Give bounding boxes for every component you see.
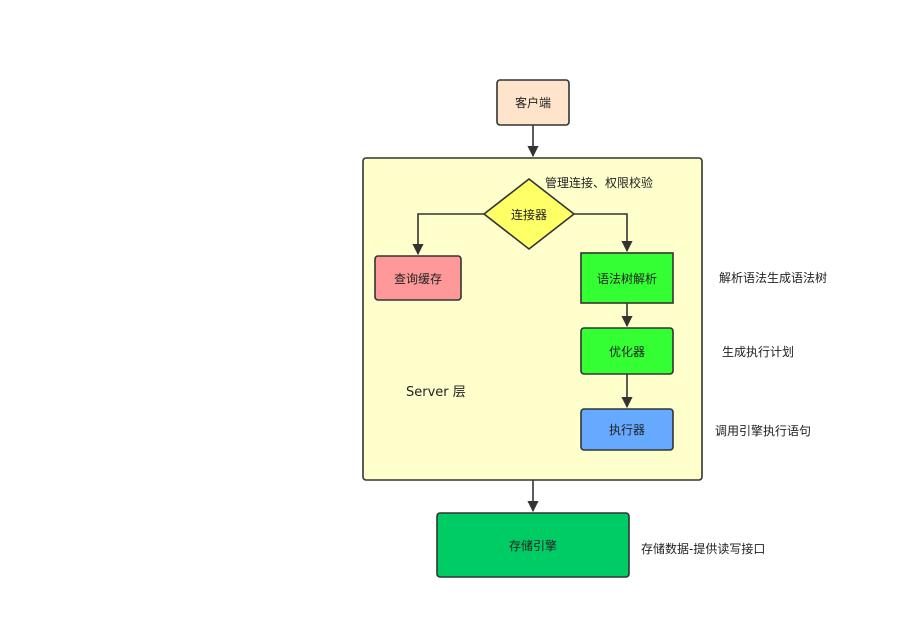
executor-annotation: 调用引擎执行语句 — [715, 424, 812, 438]
client-node: 客户端 — [497, 80, 569, 125]
executor-node-shape — [580, 408, 674, 451]
server-layer-label: Server 层 — [406, 385, 466, 400]
parser-node-shape — [580, 252, 674, 304]
parser-node-label: 语法树解析 — [596, 271, 657, 286]
query-cache-node: 查询缓存 — [375, 256, 461, 300]
parser-node: 语法树解析 — [581, 253, 673, 303]
edge-connector-to-query-cache — [412, 213, 484, 256]
parser-annotation: 解析语法生成语法树 — [719, 271, 828, 285]
connector-node: 连接器 — [484, 179, 574, 249]
query-cache-node-label: 查询缓存 — [393, 271, 442, 286]
connector-diamond-shape — [482, 177, 576, 251]
storage-annotation: 存储数据-提供读写接口 — [641, 542, 766, 556]
optimizer-node-label: 优化器 — [608, 344, 645, 359]
storage-engine-node: 存储引擎 — [437, 513, 629, 577]
edge-connector-to-parser — [574, 213, 633, 253]
client-node-label: 客户端 — [514, 96, 551, 110]
executor-node: 执行器 — [581, 409, 673, 450]
query-cache-node-shape — [374, 255, 462, 301]
storage-engine-node-shape — [436, 512, 630, 578]
optimizer-node: 优化器 — [581, 328, 673, 374]
connector-annotation: 管理连接、权限校验 — [545, 176, 654, 190]
storage-engine-node-label: 存储引擎 — [508, 538, 557, 553]
optimizer-annotation: 生成执行计划 — [722, 345, 795, 359]
connector-node-label: 连接器 — [510, 207, 547, 222]
executor-node-label: 执行器 — [608, 423, 645, 437]
